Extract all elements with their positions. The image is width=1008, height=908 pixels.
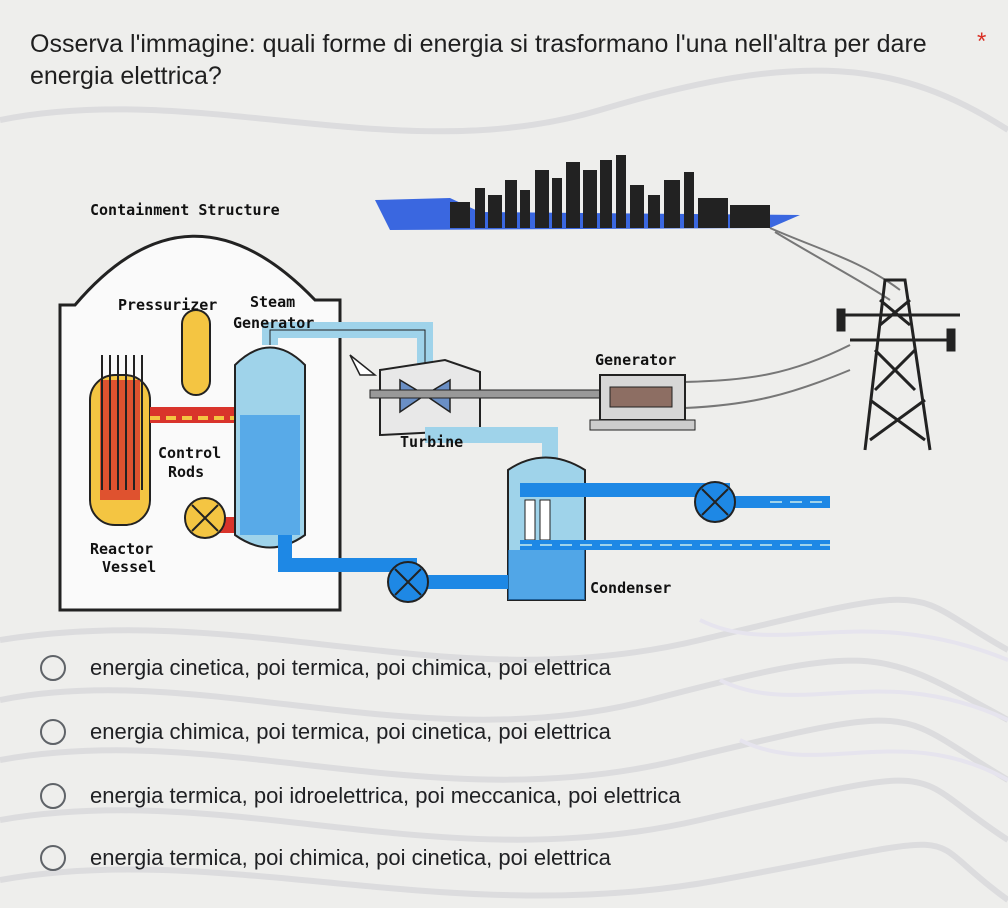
option-1[interactable]: energia cinetica, poi termica, poi chimi… xyxy=(40,648,611,688)
steam-generator xyxy=(234,346,306,549)
option-3-label: energia termica, poi idroelettrica, poi … xyxy=(90,783,681,808)
option-4-radio[interactable] xyxy=(40,845,66,871)
option-2-radio[interactable] xyxy=(40,719,66,745)
option-1-radio[interactable] xyxy=(40,655,66,681)
label-containment-structure: Containment Structure xyxy=(90,201,280,219)
label-control: Control xyxy=(158,444,221,462)
pressurizer xyxy=(181,309,211,396)
label-pressurizer: Pressurizer xyxy=(118,296,217,314)
option-2[interactable]: energia chimica, poi termica, poi cineti… xyxy=(40,712,611,752)
turbine xyxy=(369,358,611,437)
label-condenser: Condenser xyxy=(590,579,671,597)
reactor-vessel xyxy=(89,355,151,526)
generator xyxy=(589,374,696,431)
label-generator: Generator xyxy=(595,351,676,369)
label-steam: Steam xyxy=(250,293,295,311)
option-4[interactable]: energia termica, poi chimica, poi cineti… xyxy=(40,838,611,878)
question-title: Osserva l'immagine: quali forme di energ… xyxy=(30,30,927,90)
label-vessel: Vessel xyxy=(102,558,156,576)
option-2-label: energia chimica, poi termica, poi cineti… xyxy=(90,719,611,744)
option-1-label: energia cinetica, poi termica, poi chimi… xyxy=(90,655,611,680)
label-reactor: Reactor xyxy=(90,540,153,558)
option-4-label: energia termica, poi chimica, poi cineti… xyxy=(90,845,611,870)
nuclear-plant-diagram: Containment Structure Pressurizer Steam … xyxy=(58,155,960,612)
option-3[interactable]: energia termica, poi idroelettrica, poi … xyxy=(40,776,681,816)
label-turbine: Turbine xyxy=(400,433,463,451)
city-skyline xyxy=(375,155,800,230)
condenser xyxy=(507,456,586,601)
required-asterisk: * xyxy=(977,28,987,55)
label-rods: Rods xyxy=(168,463,204,481)
transmission-tower xyxy=(836,278,960,451)
label-steam-generator: Generator xyxy=(233,314,314,332)
option-3-radio[interactable] xyxy=(40,783,66,809)
